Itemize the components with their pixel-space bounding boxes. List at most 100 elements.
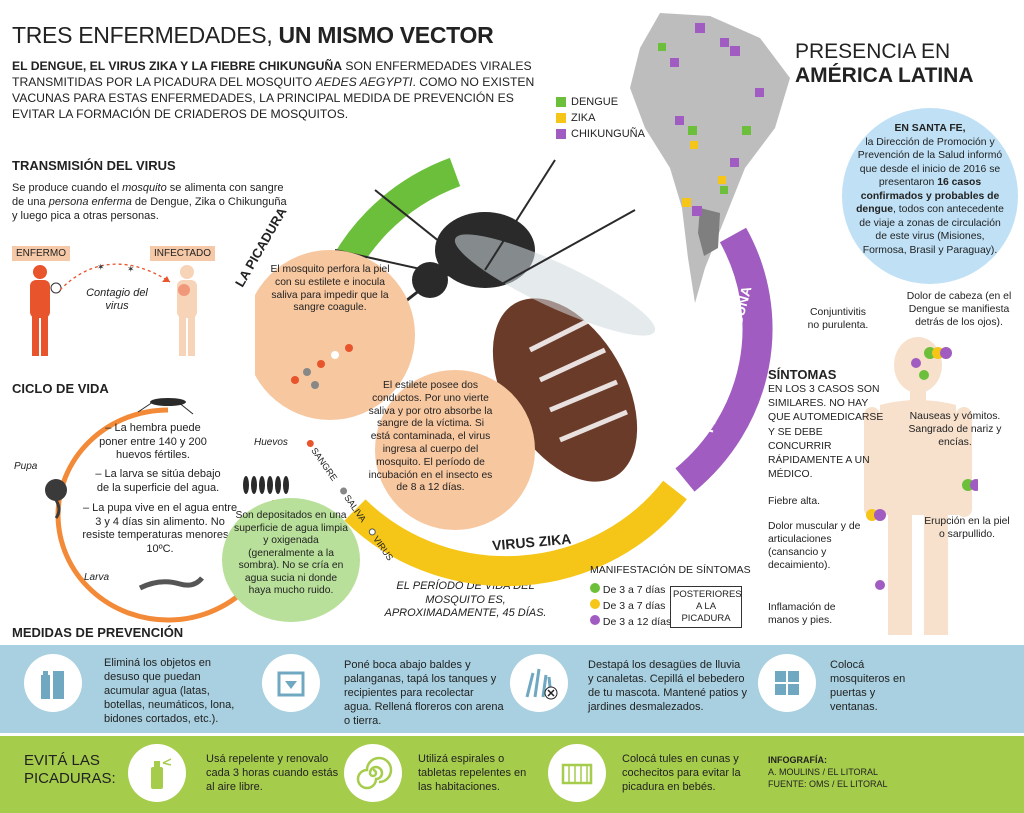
map-title-light: PRESENCIA EN bbox=[795, 40, 951, 63]
symptom-nausea: Nauseas y vómitos. Sangrado de nariz y e… bbox=[908, 411, 1002, 448]
manifest-row-dengue: De 3 a 7 días bbox=[590, 582, 671, 598]
infected-label: INFECTADO bbox=[150, 246, 216, 261]
santafe-circle: EN SANTA FE, la Dirección de Promoción y… bbox=[842, 108, 1018, 284]
pupa-label: Pupa bbox=[14, 461, 38, 472]
svg-text:✶: ✶ bbox=[127, 264, 135, 274]
symptom-fever: Fiebre alta. bbox=[768, 496, 820, 507]
transmission-text3: de Dengue, Zika o Chikunguña y luego pic… bbox=[12, 196, 287, 222]
lifecycle-heading: CICLO DE VIDA bbox=[12, 381, 109, 396]
svg-text:✶: ✶ bbox=[97, 262, 105, 272]
eggs-bubble: Son depositados en una superficie de agu… bbox=[222, 498, 360, 622]
transmission-illustration: ✶ ✶ bbox=[30, 262, 197, 356]
manifest-box: POSTERIORES A LA PICADURA bbox=[670, 586, 742, 628]
manifest-rows: De 3 a 7 días De 3 a 7 días De 3 a 12 dí… bbox=[590, 582, 671, 630]
page-title: TRES ENFERMEDADES, UN MISMO VECTOR bbox=[12, 22, 494, 49]
santafe-bold: 16 casos confirmados y probables de deng… bbox=[856, 177, 1000, 215]
intro-rest1: SON ENFERMEDADES VIRALES TRANSMITIDAS PO… bbox=[12, 59, 532, 89]
mosquito-coil-icon bbox=[344, 744, 402, 802]
transmission-italic1: mosquito bbox=[122, 182, 167, 194]
map-title-bold: AMÉRICA LATINA bbox=[795, 64, 974, 87]
symptom-swelling: Inflamación de manos y pies. bbox=[768, 602, 836, 626]
santafe-heading: EN SANTA FE, bbox=[894, 123, 966, 134]
map-chik-markers bbox=[670, 23, 764, 216]
lifecycle-point1: – La hembra puede poner entre 140 y 200 … bbox=[99, 422, 207, 461]
contagion-arrow-icon bbox=[59, 263, 171, 291]
credits: INFOGRAFÍA: A. MOULINS / EL LITORAL FUEN… bbox=[768, 754, 888, 790]
credit-label: INFOGRAFÍA: bbox=[768, 755, 827, 765]
disease-ring bbox=[255, 157, 773, 587]
title-light: TRES ENFERMEDADES, bbox=[12, 22, 279, 48]
avoid-item-2: Utilizá espirales o tabletas repelentes … bbox=[418, 753, 527, 793]
larva-label: Larva bbox=[84, 572, 110, 583]
credit-source: FUENTE: OMS / EL LITORAL bbox=[768, 779, 888, 789]
blood-dots bbox=[291, 344, 353, 389]
prevention-item-2: Poné boca abajo baldes y palanganas, tap… bbox=[344, 659, 504, 727]
bucket-icon bbox=[262, 654, 320, 712]
transmission-text2: se alimenta con sangre de una bbox=[12, 182, 284, 208]
symptom-headache: Dolor de cabeza (en el Dengue se manifie… bbox=[906, 291, 1012, 328]
intro-italic: AEDES AEGYPTI bbox=[315, 75, 413, 89]
intro-text: EL DENGUE, EL VIRUS ZIKA Y LA FIEBRE CHI… bbox=[12, 58, 552, 122]
manifest-chik-days: De 3 a 12 días bbox=[602, 616, 672, 628]
map-legend: DENGUE ZIKA CHIKUNGUÑA bbox=[556, 94, 645, 142]
manifest-zika-days: De 3 a 7 días bbox=[602, 600, 666, 612]
transmission-text1: Se produce cuando el bbox=[12, 182, 123, 194]
map-title: PRESENCIA EN AMÉRICA LATINA bbox=[795, 40, 973, 88]
sick-person-icon bbox=[30, 265, 62, 356]
prevention-item-3: Destapá los desagües de lluvia y canalet… bbox=[588, 659, 747, 713]
symptoms-heading: SÍNTOMAS bbox=[768, 367, 837, 382]
transmission-text: Se produce cuando el mosquito se aliment… bbox=[12, 181, 287, 223]
pupa-icon bbox=[45, 479, 67, 519]
lifecycle-point2: – La larva se sitúa debajo de la superfi… bbox=[95, 468, 221, 494]
symptom-dots bbox=[866, 347, 978, 590]
symptom-conjunctivitis: Conjuntivitis no purulenta. bbox=[807, 307, 869, 331]
santa-fe-region bbox=[698, 208, 720, 256]
grass-icon bbox=[510, 654, 568, 712]
sick-label: ENFERMO bbox=[12, 246, 70, 261]
infected-person-icon bbox=[177, 265, 197, 356]
latin-america-map bbox=[630, 13, 790, 303]
avoid-item-3: Colocá tules en cunas y cochecitos para … bbox=[622, 753, 741, 793]
bite-bubble2: El estilete posee dos conductos. Por uno… bbox=[368, 380, 493, 494]
lifespan-note: EL PERÍODO DE VIDA DEL MOSQUITO ES, APRO… bbox=[384, 580, 547, 619]
legend-zika: ZIKA bbox=[556, 110, 645, 126]
santafe-text1: la Dirección de Promoción y Prevención d… bbox=[857, 136, 1003, 189]
prevention-heading: MEDIDAS DE PREVENCIÓN bbox=[12, 625, 184, 640]
credit-author: A. MOULINS / EL LITORAL bbox=[768, 767, 879, 777]
larva-icon bbox=[138, 576, 204, 591]
stylet-bubble-bg bbox=[375, 370, 535, 530]
transmission-italic2: persona enferma bbox=[48, 196, 132, 208]
chik-arc bbox=[675, 227, 773, 492]
human-body-illustration bbox=[864, 337, 978, 635]
lifecycle-point3: – La pupa vive en el agua entre 3 y 4 dí… bbox=[82, 502, 238, 555]
avoid-heading: EVITÁ LAS PICADURAS: bbox=[24, 752, 116, 787]
title-bold: UN MISMO VECTOR bbox=[278, 22, 494, 48]
manifest-dengue-days: De 3 a 7 días bbox=[602, 584, 666, 596]
bite-bubble1: El mosquito perfora la piel con su estil… bbox=[270, 264, 390, 314]
prevention-item-4: Colocá mosquiteros en puertas y ventanas… bbox=[830, 659, 906, 713]
transmission-heading: TRANSMISIÓN DEL VIRUS bbox=[12, 158, 176, 173]
legend-zika-label: ZIKA bbox=[571, 112, 596, 124]
symptoms-intro: EN LOS 3 CASOS SON SIMILARES. NO HAY QUE… bbox=[768, 384, 884, 481]
map-continent bbox=[630, 13, 790, 303]
intro-bold: EL DENGUE, EL VIRUS ZIKA Y LA FIEBRE CHI… bbox=[12, 59, 343, 73]
manifest-row-zika: De 3 a 7 días bbox=[590, 598, 671, 614]
legend-chik-label: CHIKUNGUÑA bbox=[571, 128, 645, 140]
crib-icon bbox=[548, 744, 606, 802]
legend-dengue: DENGUE bbox=[556, 94, 645, 110]
santafe-text2: , todos con antecedente de viaje a zonas… bbox=[859, 204, 1004, 256]
manifest-heading: MANIFESTACIÓN DE SÍNTOMAS bbox=[590, 564, 751, 576]
symptom-rash: Erupción en la piel o sarpullido. bbox=[924, 516, 1010, 540]
eggs-icon bbox=[243, 476, 289, 494]
repellent-spray-icon bbox=[128, 744, 186, 802]
window-screen-icon bbox=[758, 654, 816, 712]
intro-rest2: . COMO NO EXISTEN VACUNAS PARA ESTAS ENF… bbox=[12, 75, 535, 121]
legend-dengue-label: DENGUE bbox=[571, 96, 619, 108]
manifest-row-chik: De 3 a 12 días bbox=[590, 614, 671, 630]
bottles-icon bbox=[24, 654, 82, 712]
map-dengue-markers bbox=[658, 43, 751, 194]
adult-mosquito-icon bbox=[137, 398, 194, 415]
zika-arc bbox=[344, 480, 687, 587]
symptom-muscle: Dolor muscular y de articulaciones (cans… bbox=[768, 521, 861, 571]
contagion-label: Contagio del virus bbox=[86, 287, 148, 312]
